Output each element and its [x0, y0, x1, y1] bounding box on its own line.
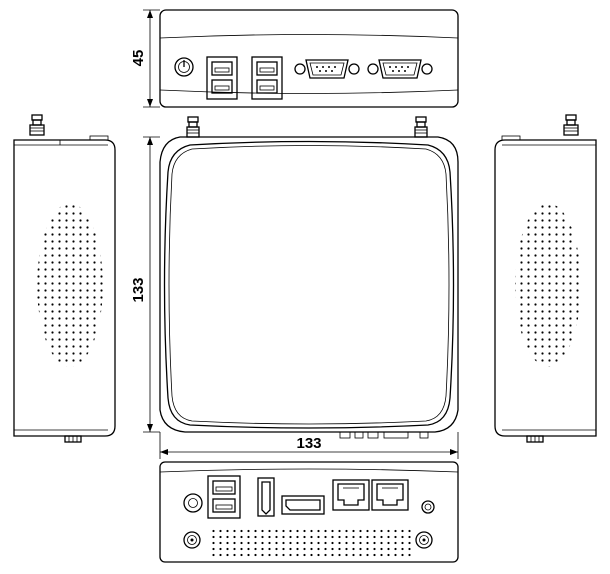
dc-jack-icon: [183, 493, 203, 513]
right-side-view: [494, 114, 597, 443]
antenna-connector-left-icon: [183, 531, 201, 549]
lan-port-2-icon: [371, 479, 409, 511]
width-dimension: 133: [159, 432, 459, 459]
displayport-icon: [281, 495, 325, 515]
power-button-icon: [174, 57, 194, 77]
antenna-right-icon: [414, 116, 428, 138]
antenna-right-side-icon: [563, 114, 579, 136]
top-view-panel: [159, 9, 459, 108]
depth-dimension-label: 133: [130, 277, 147, 302]
status-led-icon: [421, 500, 435, 514]
front-panel-view: [159, 461, 459, 563]
usb-port-group-2: [251, 56, 283, 100]
main-top-view: [159, 116, 459, 439]
vent-holes-front: [208, 528, 411, 558]
height-dimension: 45: [130, 9, 160, 108]
usb-port-group-front: [207, 475, 241, 519]
usb-port-group-1: [206, 56, 238, 100]
antenna-left-side-icon: [29, 114, 45, 136]
hdmi-port-icon: [257, 477, 275, 517]
left-side-view: [13, 114, 116, 443]
serial-port-1: [294, 59, 360, 79]
vent-holes-left: [37, 203, 103, 367]
lan-port-1-icon: [332, 479, 370, 511]
antenna-connector-right-icon: [415, 531, 433, 549]
height-dimension-label: 45: [130, 50, 147, 67]
width-dimension-label: 133: [296, 435, 321, 452]
antenna-left-icon: [186, 116, 200, 138]
depth-dimension: 133: [130, 136, 160, 433]
vent-holes-right: [515, 203, 581, 367]
serial-port-2: [367, 59, 433, 79]
